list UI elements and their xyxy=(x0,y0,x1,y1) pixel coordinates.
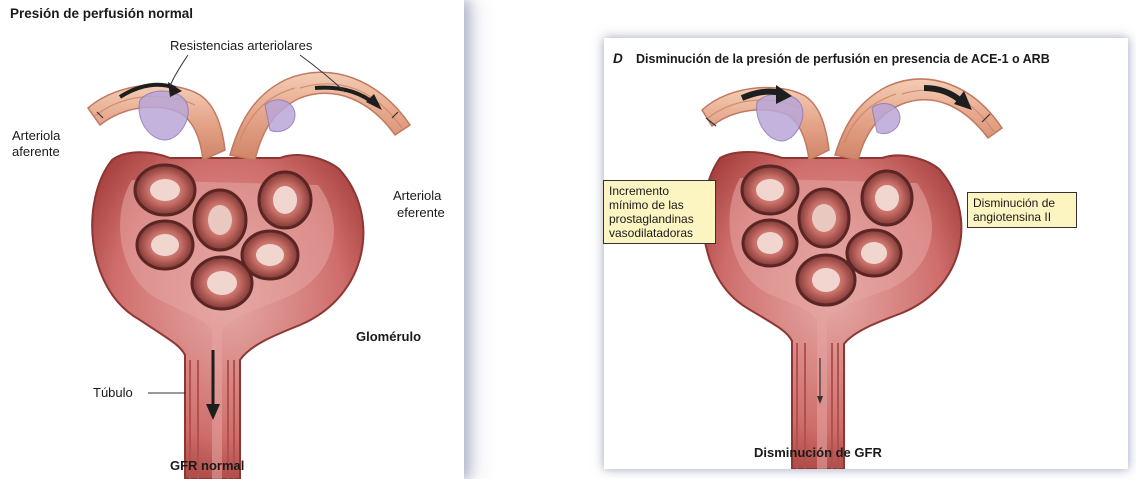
label-arteriola-eferente-1: Arteriola xyxy=(393,188,441,204)
panel-title-d: Disminución de la presión de perfusión e… xyxy=(636,51,1050,67)
label-resistencias: Resistencias arteriolares xyxy=(170,38,312,54)
callout-angiotensina-line-1: Disminución de xyxy=(973,196,1071,210)
callout-prostaglandinas: Incremento mínimo de las prostaglandinas… xyxy=(603,180,716,244)
caption-disminucion-gfr: Disminución de GFR xyxy=(754,445,882,461)
label-arteriola-eferente-2: eferente xyxy=(397,205,445,221)
panel-title: Presión de perfusión normal xyxy=(10,6,193,22)
callout-prostaglandinas-line-2: mínimo de las xyxy=(609,198,710,212)
callout-prostaglandinas-line-1: Incremento xyxy=(609,184,710,198)
label-arteriola-aferente-2: aferente xyxy=(12,144,60,160)
glomerulus-illustration-ace-arb xyxy=(604,38,1128,469)
label-tubulo: Túbulo xyxy=(93,385,133,401)
callout-prostaglandinas-line-3: prostaglandinas xyxy=(609,212,710,226)
label-glomerulo: Glomérulo xyxy=(356,329,421,345)
callout-angiotensina: Disminución de angiotensina II xyxy=(967,192,1077,228)
label-arteriola-aferente-1: Arteriola xyxy=(12,128,60,144)
callout-angiotensina-line-2: angiotensina II xyxy=(973,210,1071,224)
glomerulus-illustration-normal xyxy=(0,0,464,479)
panel-normal-perfusion: Presión de perfusión normal Resistencias… xyxy=(0,0,464,479)
callout-prostaglandinas-line-4: vasodilatadoras xyxy=(609,226,710,240)
panel-decreased-perfusion: D Disminución de la presión de perfusión… xyxy=(604,38,1128,469)
efferent-arteriole xyxy=(230,72,410,160)
caption-gfr-normal: GFR normal xyxy=(170,458,244,474)
panel-letter: D xyxy=(613,51,623,67)
